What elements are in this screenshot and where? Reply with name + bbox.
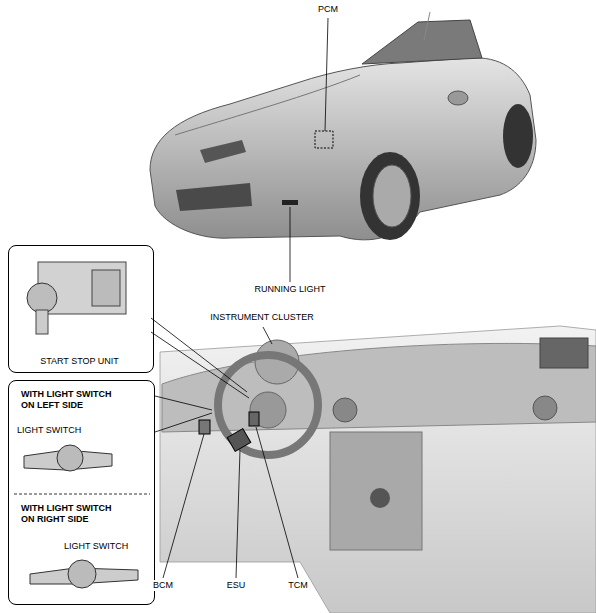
gear-knob bbox=[370, 488, 390, 508]
callout-box: START STOP UNIT bbox=[8, 245, 154, 373]
leader-line bbox=[151, 332, 249, 398]
car-body bbox=[150, 58, 536, 240]
light-switch-body bbox=[68, 560, 96, 588]
center-console bbox=[330, 432, 422, 550]
leader-line bbox=[163, 434, 204, 578]
part-name: LIGHT SWITCH bbox=[64, 541, 128, 552]
display-screen bbox=[540, 338, 588, 368]
air-vent bbox=[333, 398, 357, 422]
part-name: TCM bbox=[286, 580, 310, 591]
panel-heading: WITH LIGHT SWITCH ON RIGHT SIDE bbox=[21, 503, 121, 525]
part-name: LIGHT SWITCH bbox=[17, 425, 81, 436]
leader-line bbox=[155, 396, 212, 410]
car-antenna bbox=[424, 12, 430, 40]
start-stop-unit-barrel bbox=[36, 310, 48, 334]
car-front-rim bbox=[373, 165, 411, 227]
light-switch-body bbox=[57, 445, 83, 471]
part-name: BCM bbox=[151, 580, 175, 591]
air-vent bbox=[533, 396, 557, 420]
car-hood-line bbox=[175, 75, 360, 135]
running-light-lamp bbox=[282, 200, 298, 205]
start-stop-unit-connector bbox=[92, 270, 120, 306]
car-front-tire bbox=[360, 152, 420, 240]
steering-hub bbox=[250, 392, 286, 428]
panel-heading: WITH LIGHT SWITCH ON LEFT SIDE bbox=[21, 389, 121, 411]
tcm-location bbox=[249, 412, 259, 426]
part-name: PCM bbox=[316, 4, 340, 15]
leader-line bbox=[155, 413, 212, 432]
part-name: START STOP UNIT bbox=[9, 356, 150, 367]
car-rear-tire bbox=[503, 104, 533, 168]
part-name: RUNNING LIGHT bbox=[252, 284, 327, 295]
dashboard-top bbox=[162, 343, 596, 432]
interior-background bbox=[160, 326, 596, 613]
esu-location bbox=[227, 429, 251, 452]
part-name: ESU bbox=[225, 580, 248, 591]
callout-box: WITH LIGHT SWITCH ON LEFT SIDE LIGHT SWIT… bbox=[8, 380, 155, 605]
bcm-location bbox=[199, 420, 210, 434]
leader-line bbox=[325, 18, 328, 131]
car-grille bbox=[176, 183, 252, 211]
car-windshield bbox=[362, 20, 482, 64]
part-name: INSTRUMENT CLUSTER bbox=[208, 312, 315, 323]
car-mirror bbox=[448, 91, 468, 105]
panel-divider bbox=[14, 494, 150, 495]
leader-line bbox=[236, 450, 240, 578]
start-stop-button bbox=[27, 283, 57, 313]
leader-line bbox=[256, 427, 298, 578]
leader-line bbox=[151, 318, 247, 392]
leader-line bbox=[290, 207, 291, 282]
car-headlight bbox=[200, 140, 246, 163]
steering-wheel bbox=[218, 355, 318, 455]
pcm-location bbox=[315, 131, 333, 148]
leader-line bbox=[263, 327, 272, 344]
